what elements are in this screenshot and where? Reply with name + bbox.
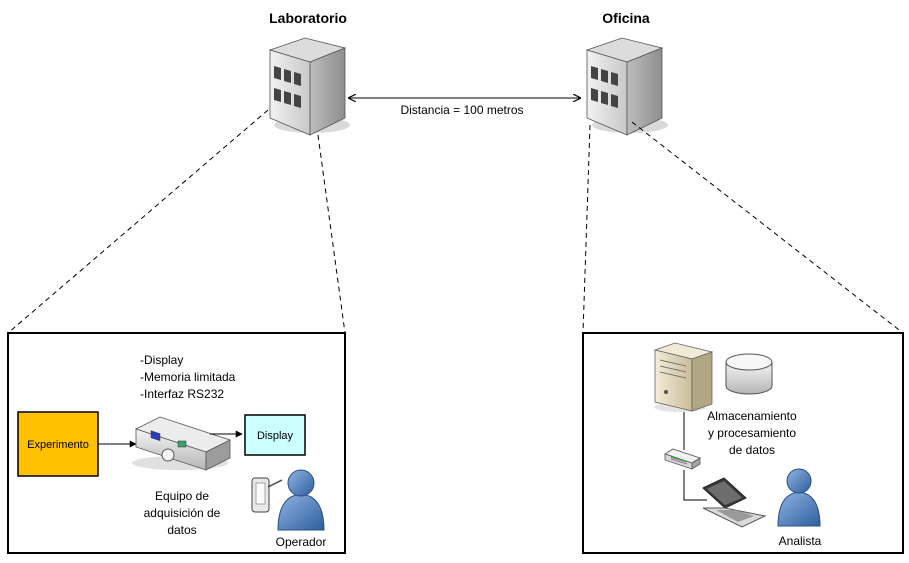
spec-display: -Display xyxy=(140,353,183,367)
spec-memory: -Memoria limitada xyxy=(140,370,236,384)
distance-label: Distancia = 100 metros xyxy=(400,103,523,117)
acquisition-device-icon xyxy=(132,416,232,471)
display-box xyxy=(244,414,306,456)
database-icon xyxy=(725,353,773,395)
equipment-label-line-2: adquisición de xyxy=(144,506,221,520)
office-building-icon xyxy=(585,37,668,136)
storage-label-line-1: Almacenamiento xyxy=(707,409,797,423)
experiment-box xyxy=(17,411,99,477)
operator-person-icon xyxy=(277,469,325,531)
equipment-label-line-3: datos xyxy=(167,523,196,537)
lab-building-title: Laboratorio xyxy=(269,10,347,26)
lab-building-icon xyxy=(268,37,350,136)
laptop-icon xyxy=(702,477,767,528)
handheld-device-icon xyxy=(251,477,283,513)
analyst-person-icon xyxy=(777,468,821,527)
spec-interface: -Interfaz RS232 xyxy=(140,387,224,401)
hub-to-laptop-line xyxy=(683,470,707,501)
storage-label-line-2: y procesamiento xyxy=(708,426,796,440)
operator-label: Operador xyxy=(276,535,327,549)
analyst-label: Analista xyxy=(779,534,822,548)
server-icon xyxy=(653,342,714,412)
experiment-label: Experimento xyxy=(27,439,89,451)
zoom-lines xyxy=(7,109,904,334)
display-label: Display xyxy=(257,430,294,442)
equipment-label-line-1: Equipo de xyxy=(155,489,209,503)
storage-label-line-3: de datos xyxy=(729,443,775,457)
office-building-title: Oficina xyxy=(602,10,650,26)
network-hub-icon xyxy=(664,448,701,470)
